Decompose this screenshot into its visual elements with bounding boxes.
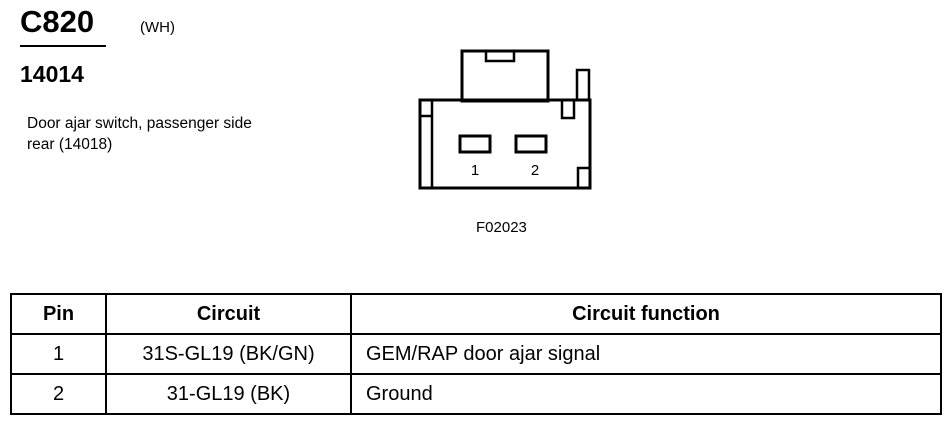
color-code: (WH) — [140, 19, 175, 36]
circuit-code: 31-GL19 (BK) — [105, 373, 352, 415]
part-number: 14014 — [20, 61, 84, 87]
keying-rib-bottom — [576, 166, 592, 190]
connector-description: Door ajar switch, passenger side rear (1… — [27, 115, 252, 153]
connector-id: C820 — [20, 4, 95, 39]
connector-face-diagram: 1 2 — [418, 49, 592, 190]
table-row: 2 31-GL19 (BK) Ground — [10, 373, 942, 415]
latch-notch — [484, 49, 516, 63]
header-circuit: Circuit — [105, 293, 352, 335]
connector-latch — [460, 49, 550, 103]
pin-label-2: 2 — [531, 162, 539, 179]
table-row: 1 31S-GL19 (BK/GN) GEM/RAP door ajar sig… — [10, 333, 942, 375]
pin-number: 1 — [10, 333, 107, 375]
header-pin: Pin — [10, 293, 107, 335]
header-circuit-function: Circuit function — [350, 293, 942, 335]
circuit-code: 31S-GL19 (BK/GN) — [105, 333, 352, 375]
pin-table: Pin Circuit Circuit function 1 31S-GL19 … — [10, 293, 942, 415]
figure-code: F02023 — [476, 219, 527, 236]
pin-number: 2 — [10, 373, 107, 415]
keying-rib-lower — [560, 98, 576, 120]
pin-label-1: 1 — [471, 162, 479, 179]
terminal-cavity-2 — [514, 134, 548, 154]
keying-rib-top — [575, 68, 591, 102]
table-header-row: Pin Circuit Circuit function — [10, 293, 942, 335]
terminal-cavity-1 — [458, 134, 492, 154]
circuit-function: Ground — [350, 373, 942, 415]
connector-body — [418, 98, 592, 190]
circuit-function: GEM/RAP door ajar signal — [350, 333, 942, 375]
title-underline — [20, 45, 106, 47]
